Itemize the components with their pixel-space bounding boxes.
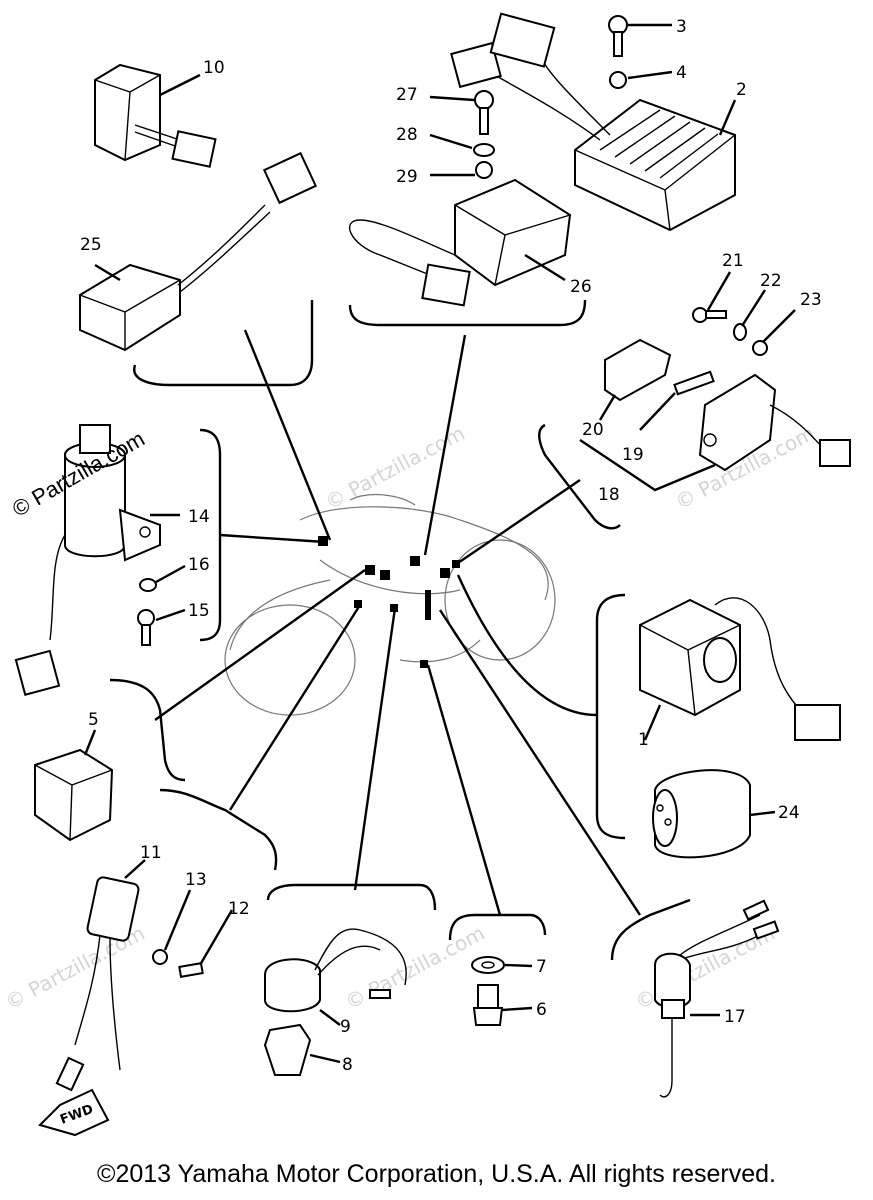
watermark-text: © Partzilla.com <box>341 921 489 1015</box>
part-4-nut <box>609 70 673 89</box>
callout-19: 19 <box>622 445 644 465</box>
part-23-nut <box>752 309 796 356</box>
part-12-screw <box>178 909 234 978</box>
part-17-brake-switch <box>654 899 780 1098</box>
callout-8: 8 <box>342 1055 353 1075</box>
callout-26: 26 <box>570 277 592 297</box>
callout-10: 10 <box>203 58 225 78</box>
group-brackets <box>109 299 691 961</box>
callout-27: 27 <box>396 85 418 105</box>
callout-23: 23 <box>800 290 822 310</box>
callout-6: 6 <box>536 1000 547 1020</box>
callout-7: 7 <box>536 957 547 977</box>
callout-4: 4 <box>676 63 687 83</box>
part-24-flasher <box>652 769 776 859</box>
part-27-bolt <box>429 90 494 135</box>
part-28-washer <box>429 133 495 157</box>
callout-13: 13 <box>185 870 207 890</box>
part-14-ignition-switch <box>14 424 180 697</box>
part-8-switch <box>263 1023 341 1076</box>
part-5-flasher-relay <box>34 729 114 842</box>
callout-16: 16 <box>188 555 210 575</box>
callout-29: 29 <box>396 167 418 187</box>
callout-28: 28 <box>396 125 418 145</box>
part-3-bolt <box>608 15 672 57</box>
part-26-cdi-unit <box>348 161 572 307</box>
part-1-relay <box>639 597 841 741</box>
callout-24: 24 <box>778 803 800 823</box>
part-7-gasket <box>471 956 533 974</box>
callout-17: 17 <box>724 1007 746 1027</box>
fwd-arrow: FWD <box>38 1088 110 1137</box>
part-2-rectifier-regulator <box>450 12 737 232</box>
part-22-washer <box>733 289 767 341</box>
leader-lines <box>154 329 642 916</box>
part-16-washer <box>139 564 186 592</box>
callout-5: 5 <box>88 710 99 730</box>
part-21-bolt <box>692 271 732 323</box>
callout-15: 15 <box>188 601 210 621</box>
part-25-unit <box>79 151 318 352</box>
part-9-switch-cap <box>264 928 407 1026</box>
callout-18: 18 <box>598 485 620 505</box>
callout-11: 11 <box>140 843 162 863</box>
callout-12: 12 <box>228 899 250 919</box>
part-10-relay <box>94 63 217 168</box>
callout-numbers: 2 3 4 27 28 29 10 25 26 21 22 23 20 19 1… <box>80 17 822 1075</box>
part-18-switch-assembly <box>579 373 851 492</box>
callout-22: 22 <box>760 271 782 291</box>
part-13-washer <box>152 889 192 965</box>
part-6-sender <box>472 984 533 1026</box>
callout-20: 20 <box>582 420 604 440</box>
callout-14: 14 <box>188 507 210 527</box>
part-19-pin <box>639 370 715 431</box>
callout-3: 3 <box>676 17 687 37</box>
callout-21: 21 <box>722 251 744 271</box>
copyright-notice: ©2013 Yamaha Motor Corporation, U.S.A. A… <box>97 1160 776 1188</box>
callout-9: 9 <box>340 1017 351 1037</box>
part-11-switch <box>55 859 146 1092</box>
part-15-screw <box>137 608 186 646</box>
callout-25: 25 <box>80 235 102 255</box>
callout-2: 2 <box>736 80 747 100</box>
part-20-bracket <box>598 338 672 421</box>
callout-1: 1 <box>638 730 649 750</box>
